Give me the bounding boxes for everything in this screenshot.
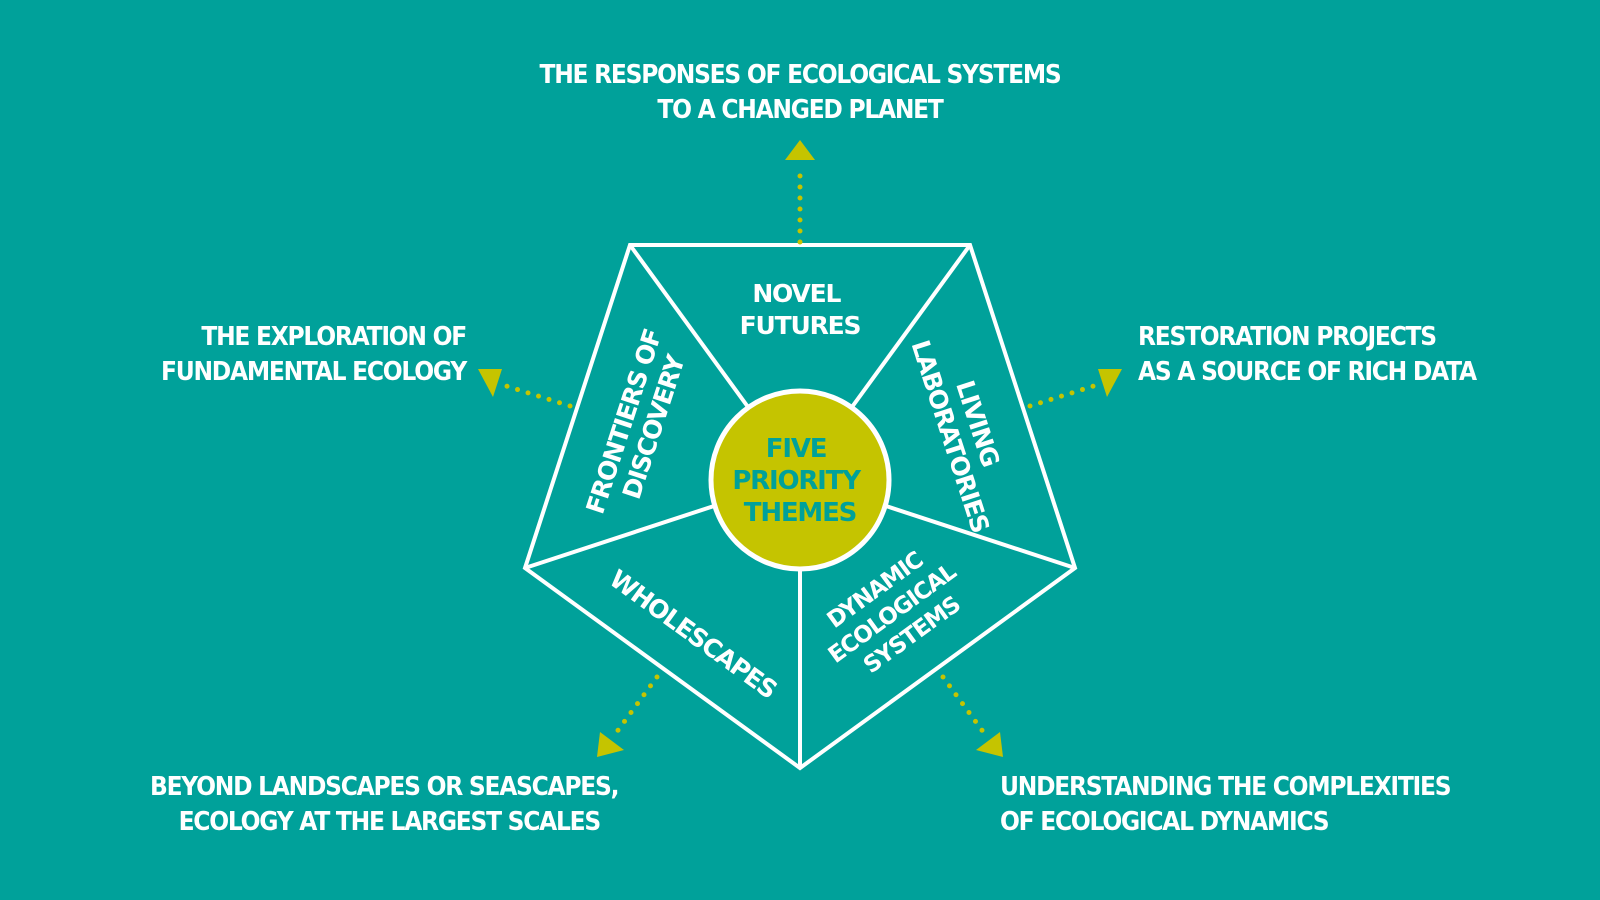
arrowhead-down-right-icon [976,732,1003,757]
divider-line-top-right [850,243,972,409]
theme-wholescapes: WHOLESCAPES [604,564,782,704]
arrow-right [1027,369,1122,409]
outcome-line: TO A CHANGED PLANET [657,95,944,125]
outcome-bottom-left-label: BEYOND LANDSCAPES OR SEASCAPES, ECOLOGY … [150,770,619,840]
divider-line-right [885,504,1076,570]
arrowhead-down-left-icon [597,732,624,757]
arrow-bottom-right [940,674,1003,757]
outcome-left-label: THE EXPLORATION OF FUNDAMENTAL ECOLOGY [137,320,467,390]
center-line: FIVE [766,434,827,464]
center-circle [708,388,892,572]
outcome-line: UNDERSTANDING THE COMPLEXITIES [1000,772,1452,802]
outcome-line: RESTORATION PROJECTS [1138,322,1437,352]
divider-line-left [524,504,715,570]
center-line: PRIORITY [732,466,862,496]
outcome-line: AS A SOURCE OF RICH DATA [1138,357,1477,387]
arrowhead-right-icon [1098,369,1122,397]
theme-frontiers-of-discovery: FRONTIERS OF DISCOVERY [581,319,699,527]
outcome-line: BEYOND LANDSCAPES OR SEASCAPES, [150,772,619,802]
center-title: FIVE PRIORITY THEMES [732,434,867,528]
outcome-bottom-right-label: UNDERSTANDING THE COMPLEXITIES OF ECOLOG… [1000,770,1504,840]
theme-novel-futures: NOVEL FUTURES [740,279,861,340]
arrow-bottom-left [597,674,660,757]
center-line: THEMES [744,498,856,528]
arrow-left [478,369,573,409]
divider-line-top-left [628,243,750,409]
arrowhead-left-icon [478,369,502,397]
outcome-top-label: THE RESPONSES OF ECOLOGICAL SYSTEMS TO A… [503,58,1097,128]
outcome-line: THE RESPONSES OF ECOLOGICAL SYSTEMS [539,60,1062,90]
outcome-line: THE EXPLORATION OF [201,322,467,352]
outcome-right-label: RESTORATION PROJECTS AS A SOURCE OF RICH… [1138,320,1516,390]
outcome-line: FUNDAMENTAL ECOLOGY [161,357,467,387]
outcome-line: ECOLOGY AT THE LARGEST SCALES [178,807,602,837]
arrow-top [785,140,815,245]
arrowhead-up-icon [785,140,815,160]
pentagon-outline [522,243,1078,771]
outcome-line: OF ECOLOGICAL DYNAMICS [1000,807,1330,837]
